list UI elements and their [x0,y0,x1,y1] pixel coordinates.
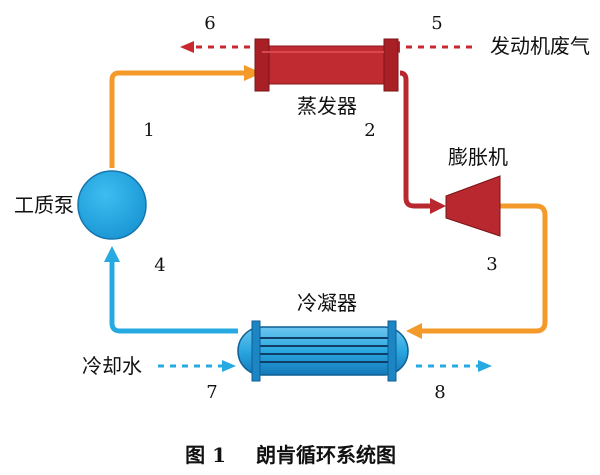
state-point-7: 7 [206,382,217,403]
figure-number: 图 1 [185,443,226,467]
pipe-evaporator-to-expander [399,70,438,209]
arrow-into-pump [104,246,120,262]
state-point-2: 2 [364,120,375,141]
state-point-6: 6 [204,13,215,34]
cooling-water-inlet-arrow [222,360,236,372]
state-point-8: 8 [434,382,445,403]
pipe-expander-to-condenser [414,203,548,334]
expander [445,175,501,237]
pipe-pump-to-evaporator [109,70,250,168]
figure-title: 朗肯循环系统图 [256,443,396,467]
state-point-1: 1 [143,120,154,141]
exhaust-outlet-arrow [180,41,194,53]
condenser [237,320,409,382]
condenser-label: 冷凝器 [297,291,357,315]
expander-label: 膨胀机 [448,145,508,169]
pipe-condenser-to-pump [109,256,238,334]
state-point-3: 3 [486,254,497,275]
state-point-5: 5 [431,13,442,34]
evaporator [254,38,399,92]
state-point-4: 4 [154,255,165,276]
exhaust-label: 发动机废气 [490,34,590,58]
cooling-water-outlet-arrow [478,360,492,372]
pump-label: 工质泵 [14,193,74,217]
pump [77,170,147,240]
arrow-into-evaporator [244,65,262,81]
evaporator-label: 蒸发器 [297,94,357,118]
cooling-water-label: 冷却水 [82,354,142,378]
arrow-into-expander [430,198,446,214]
arrow-into-condenser [406,323,422,339]
